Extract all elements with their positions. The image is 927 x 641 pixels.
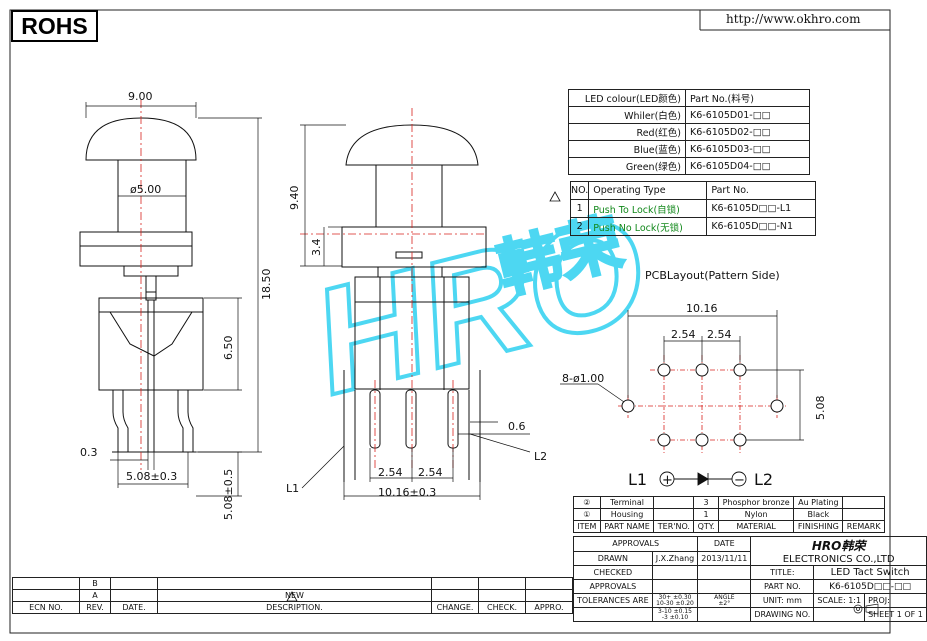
pcb-title: PCBLayout(Pattern Side) xyxy=(645,269,780,282)
sheet-border xyxy=(9,9,891,634)
front-dimensions xyxy=(85,102,262,497)
pcb-holes: 8-ø1.00 xyxy=(562,372,604,385)
part-number: K6-6105D□□-□□ xyxy=(813,579,927,594)
dim-5-08-h: 5.08±0.3 xyxy=(126,470,177,483)
rohs-badge: ROHS xyxy=(11,10,98,42)
table-row: Whiler(白色)K6-6105D01-□□ xyxy=(568,106,810,124)
header-led-colour: LED colour(LED颜色) xyxy=(568,89,686,107)
side-dimensions xyxy=(300,124,531,500)
dim-total-height: 18.50 xyxy=(260,269,273,301)
schematic-minus: − xyxy=(734,473,745,488)
pcb-pitch-a: 2.54 xyxy=(671,328,696,341)
dim-10-16: 10.16±0.3 xyxy=(378,486,436,499)
dim-2-54-b: 2.54 xyxy=(418,466,443,479)
dim-9-40: 9.40 xyxy=(288,186,301,211)
led-colour-table: LED colour(LED颜色)Part No.(料号) Whiler(白色)… xyxy=(568,89,810,175)
schematic-l2: L2 xyxy=(754,470,773,489)
side-view xyxy=(341,124,487,482)
website-url[interactable]: http://www.okhro.com xyxy=(726,12,861,26)
dim-2-54-a: 2.54 xyxy=(378,466,403,479)
pcb-width: 10.16 xyxy=(686,302,718,315)
table-header: ECN NO.REV.DATE.DESCRIPTION.CHANGE.CHECK… xyxy=(12,601,573,614)
front-view xyxy=(79,117,204,453)
company-logo: HRO韩荣 xyxy=(811,539,866,553)
header-part-no: Part No.(料号) xyxy=(685,89,810,107)
dim-0-3: 0.3 xyxy=(80,446,98,459)
led-schematic xyxy=(659,471,747,487)
lead-l2-label: L2 xyxy=(534,450,547,463)
dim-6-50: 6.50 xyxy=(222,336,235,361)
drawing-title: LED Tact Switch xyxy=(813,565,927,580)
dim-0-6: 0.6 xyxy=(508,420,526,433)
table-row: Blue(蓝色)K6-6105D03-□□ xyxy=(568,140,810,158)
dim-stem-dia: ø5.00 xyxy=(130,183,161,196)
approvals-header: APPROVALS xyxy=(572,536,699,552)
table-row: Green(绿色)K6-6105D04-□□ xyxy=(568,157,810,175)
table-header: LED colour(LED颜色)Part No.(料号) xyxy=(568,89,810,107)
dim-5-08-v: 5.08±0.5 xyxy=(222,469,235,520)
table-row: B xyxy=(12,577,573,590)
schematic-plus: + xyxy=(662,473,673,488)
table-row: Red(红色)K6-6105D02-□□ xyxy=(568,123,810,141)
dim-cap-width: 9.00 xyxy=(128,90,153,103)
pcb-height: 5.08 xyxy=(814,396,827,421)
date-header: DATE xyxy=(697,536,752,552)
schematic-l1: L1 xyxy=(628,470,647,489)
pcb-pitch-b: 2.54 xyxy=(707,328,732,341)
dim-3-4: 3.4 xyxy=(310,239,323,257)
company-name: ELECTRONICS CO.,LTD xyxy=(782,554,895,565)
lead-l1-label: L1 xyxy=(286,482,299,495)
pcb-layout xyxy=(560,310,804,455)
